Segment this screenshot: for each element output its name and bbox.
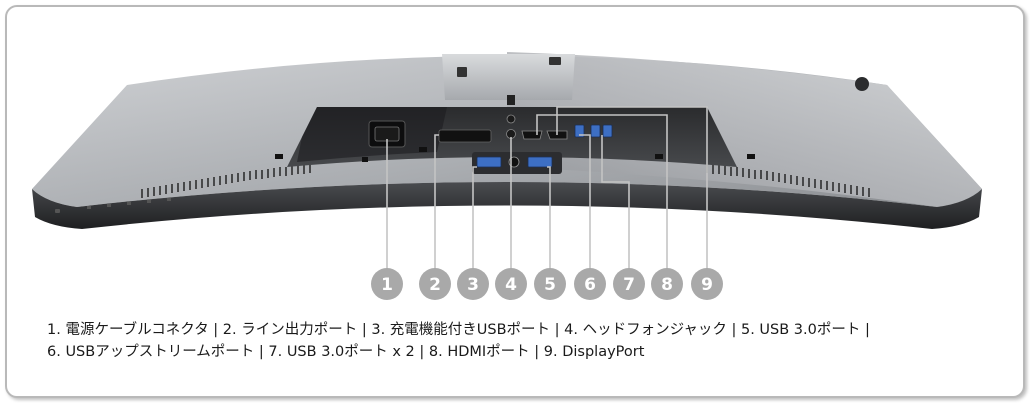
svg-text:4: 4	[505, 275, 517, 295]
power-button-icon	[855, 77, 869, 91]
bottom-port-strip	[472, 152, 562, 174]
svg-text:6: 6	[584, 275, 596, 295]
port-legend: 1. 電源ケーブルコネクタ | 2. ライン出力ポート | 3. 充電機能付きU…	[47, 319, 1007, 363]
svg-text:9: 9	[701, 275, 713, 295]
vent-grill-left	[141, 164, 311, 198]
monitor-bezel	[32, 182, 982, 229]
port-legend-line-1: 1. 電源ケーブルコネクタ | 2. ライン出力ポート | 3. 充電機能付きU…	[47, 322, 870, 338]
port-legend-line-2: 6. USBアップストリームポート | 7. USB 3.0ポート x 2 | …	[47, 344, 645, 360]
power-connector	[368, 120, 406, 148]
usb-3-port-a	[590, 124, 601, 138]
svg-text:3: 3	[467, 275, 479, 295]
monitor-rear-view-image: 1 2 3 4 5 6 7	[32, 52, 982, 300]
usb-upstream-port	[574, 124, 585, 138]
product-figure: 1 2 3 4 5 6 7	[5, 5, 1025, 398]
svg-text:1: 1	[381, 275, 393, 295]
callout-badge: 2	[419, 268, 451, 300]
callout-badge: 3	[457, 268, 489, 300]
svg-text:7: 7	[623, 275, 635, 295]
callout-badge: 7	[613, 268, 645, 300]
hdmi-port	[521, 130, 543, 140]
callout-badge: 1	[371, 268, 403, 300]
joystick-buttons	[55, 198, 171, 213]
callout-badge: 9	[691, 268, 723, 300]
usb-3-port-b	[602, 124, 613, 138]
callout-badge: 6	[574, 268, 606, 300]
callout-badge: 4	[495, 268, 527, 300]
svg-text:5: 5	[544, 275, 556, 295]
line-out-port	[438, 129, 492, 143]
svg-text:2: 2	[429, 275, 441, 295]
callout-badge: 5	[534, 268, 566, 300]
callout-badges: 1 2 3 4 5 6 7	[371, 268, 723, 300]
callout-badge: 8	[651, 268, 683, 300]
svg-text:8: 8	[661, 275, 673, 295]
callout-leader-lines	[386, 106, 708, 270]
stand-mount	[442, 54, 575, 100]
